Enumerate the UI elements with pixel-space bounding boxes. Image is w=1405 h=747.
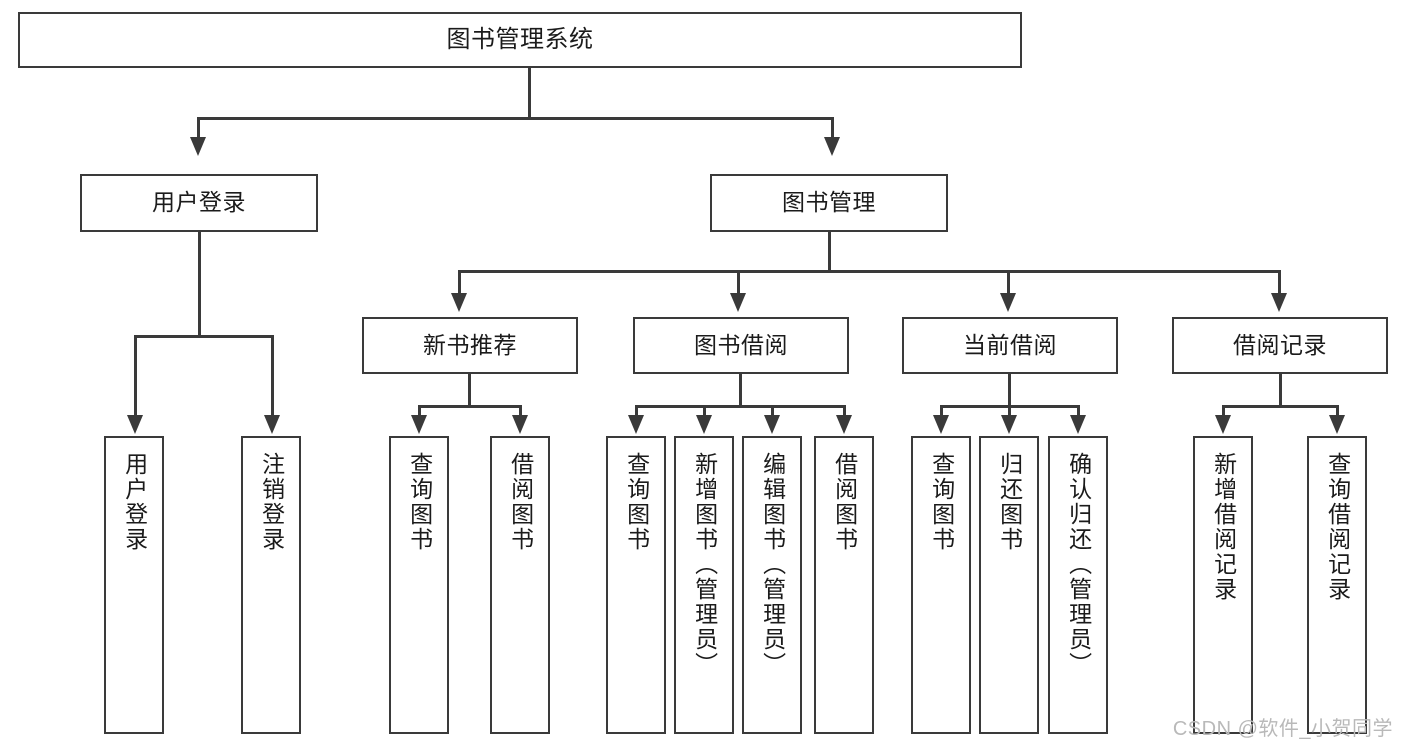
connector-book-borrow-drop-1 <box>703 405 706 417</box>
connector-user-login-drop-1 <box>271 335 274 417</box>
connector-root-stem <box>528 68 531 118</box>
arrow-to-leaf-current-borrow-2 <box>1070 415 1086 434</box>
connector-borrow-records-drop-1 <box>1336 405 1339 417</box>
arrow-to-book-borrow <box>730 293 746 312</box>
node-label: 查询借阅记录 <box>1324 452 1351 602</box>
node-label: 借阅图书 <box>831 452 858 552</box>
node-label: 当前借阅 <box>963 331 1057 358</box>
node-book-management[interactable]: 图书管理 <box>710 174 948 232</box>
node-label: 确认归还（管理员） <box>1065 452 1092 677</box>
connector-root-drop-left <box>197 117 200 139</box>
connector-book-borrow-drop-3 <box>843 405 846 417</box>
node-label: 新增图书（管理员） <box>691 452 718 677</box>
node-label: 查询图书 <box>928 452 955 552</box>
connector-current-borrow-stem <box>1008 374 1011 406</box>
connector-current-borrow-drop-1 <box>1008 405 1011 417</box>
connector-borrow-records-stem <box>1279 374 1282 406</box>
csdn-watermark: CSDN @软件_小贺同学 <box>1172 718 1393 740</box>
node-label: 用户登录 <box>152 189 246 216</box>
connector-current-borrow-drop-2 <box>1077 405 1080 417</box>
node-label: 图书管理系统 <box>446 25 594 53</box>
node-label: 借阅记录 <box>1233 331 1327 358</box>
arrow-to-leaf-current-borrow-0 <box>933 415 949 434</box>
arrow-to-leaf-book-borrow-0 <box>628 415 644 434</box>
leaf-new-book-0[interactable]: 查询图书 <box>389 436 449 734</box>
arrow-to-leaf-new-book-1 <box>512 415 528 434</box>
connector-book-borrow-drop-0 <box>635 405 638 417</box>
node-label: 用户登录 <box>121 452 148 552</box>
leaf-book-borrow-3[interactable]: 借阅图书 <box>814 436 874 734</box>
node-label: 图书管理 <box>782 189 876 216</box>
connector-user-login-stem <box>198 232 201 336</box>
connector-level3-drop-1 <box>737 270 740 295</box>
connector-level3-drop-3 <box>1278 270 1281 295</box>
node-label: 查询图书 <box>406 452 433 552</box>
node-borrow-records[interactable]: 借阅记录 <box>1172 317 1388 374</box>
node-label: 注销登录 <box>258 452 285 552</box>
connector-book-borrow-drop-2 <box>771 405 774 417</box>
arrow-to-leaf-borrow-records-1 <box>1329 415 1345 434</box>
connector-user-login-bus <box>134 335 274 338</box>
leaf-book-borrow-2[interactable]: 编辑图书（管理员） <box>742 436 802 734</box>
connector-book-management-stem <box>828 232 831 272</box>
leaf-book-borrow-0[interactable]: 查询图书 <box>606 436 666 734</box>
arrow-to-leaf-user-login-1 <box>264 415 280 434</box>
leaf-borrow-records-1[interactable]: 查询借阅记录 <box>1307 436 1367 734</box>
connector-level3-drop-2 <box>1007 270 1010 295</box>
leaf-current-borrow-1[interactable]: 归还图书 <box>979 436 1039 734</box>
arrow-to-leaf-book-borrow-3 <box>836 415 852 434</box>
connector-new-book-bus <box>418 405 522 408</box>
node-label: 借阅图书 <box>507 452 534 552</box>
node-user-login[interactable]: 用户登录 <box>80 174 318 232</box>
arrow-to-leaf-user-login-0 <box>127 415 143 434</box>
node-label: 图书借阅 <box>694 331 788 358</box>
node-label: 查询图书 <box>623 452 650 552</box>
connector-new-book-stem <box>468 374 471 406</box>
arrow-to-leaf-current-borrow-1 <box>1001 415 1017 434</box>
connector-root-bus <box>197 117 834 120</box>
arrow-to-leaf-book-borrow-2 <box>764 415 780 434</box>
connector-level3-drop-0 <box>458 270 461 295</box>
arrow-to-leaf-book-borrow-1 <box>696 415 712 434</box>
connector-borrow-records-bus <box>1222 405 1339 408</box>
connector-user-login-drop-0 <box>134 335 137 417</box>
connector-borrow-records-drop-0 <box>1222 405 1225 417</box>
arrow-to-book-management <box>824 137 840 156</box>
connector-root-drop-right <box>831 117 834 139</box>
leaf-user-login-1[interactable]: 注销登录 <box>241 436 301 734</box>
node-label: 新增借阅记录 <box>1210 452 1237 602</box>
node-label: 归还图书 <box>996 452 1023 552</box>
leaf-new-book-1[interactable]: 借阅图书 <box>490 436 550 734</box>
connector-book-borrow-stem <box>739 374 742 406</box>
connector-current-borrow-drop-0 <box>940 405 943 417</box>
leaf-current-borrow-0[interactable]: 查询图书 <box>911 436 971 734</box>
leaf-book-borrow-1[interactable]: 新增图书（管理员） <box>674 436 734 734</box>
arrow-to-current-borrow <box>1000 293 1016 312</box>
arrow-to-leaf-borrow-records-0 <box>1215 415 1231 434</box>
node-label: 新书推荐 <box>423 331 517 358</box>
arrow-to-borrow-records <box>1271 293 1287 312</box>
connector-new-book-drop-0 <box>418 405 421 417</box>
node-current-borrow[interactable]: 当前借阅 <box>902 317 1118 374</box>
leaf-user-login-0[interactable]: 用户登录 <box>104 436 164 734</box>
leaf-current-borrow-2[interactable]: 确认归还（管理员） <box>1048 436 1108 734</box>
connector-level3-bus <box>458 270 1281 273</box>
node-root-system[interactable]: 图书管理系统 <box>18 12 1022 68</box>
arrow-to-new-book-recommend <box>451 293 467 312</box>
leaf-borrow-records-0[interactable]: 新增借阅记录 <box>1193 436 1253 734</box>
connector-book-borrow-bus <box>635 405 846 408</box>
arrow-to-user-login <box>190 137 206 156</box>
arrow-to-leaf-new-book-0 <box>411 415 427 434</box>
node-label: 编辑图书（管理员） <box>759 452 786 677</box>
node-book-borrow[interactable]: 图书借阅 <box>633 317 849 374</box>
connector-new-book-drop-1 <box>519 405 522 417</box>
node-new-book-recommend[interactable]: 新书推荐 <box>362 317 578 374</box>
